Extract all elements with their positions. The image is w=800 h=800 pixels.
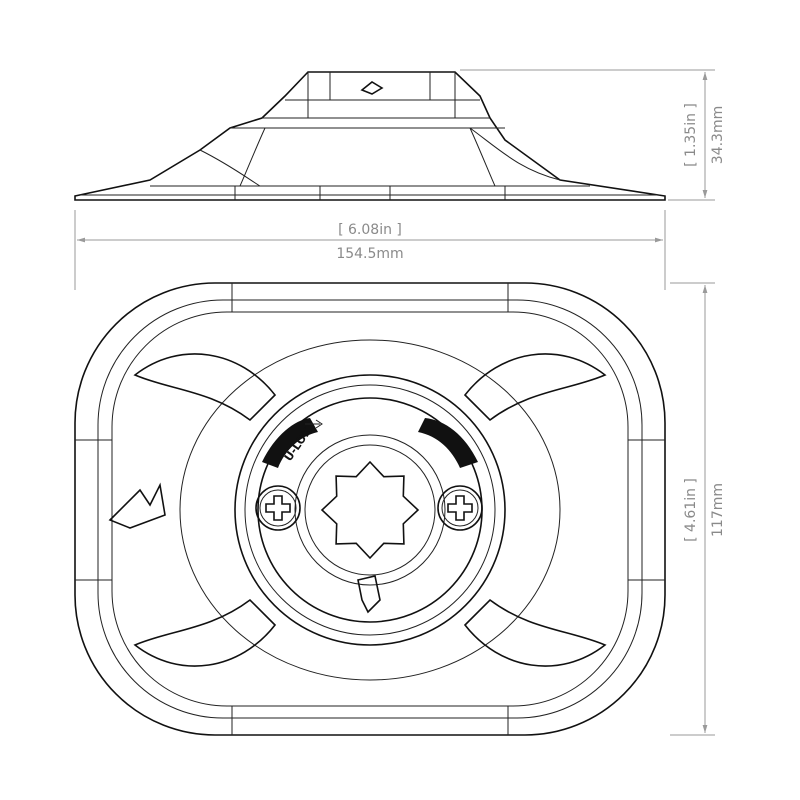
screw-left bbox=[255, 485, 301, 531]
screw-right bbox=[437, 485, 483, 531]
height-dimension: [ 1.35in ] 34.3mm bbox=[460, 69, 726, 201]
width-dimension: [ 6.08in ] 154.5mm bbox=[74, 210, 666, 290]
width-metric: 154.5mm bbox=[336, 246, 403, 262]
top-view: U-LOK bbox=[74, 282, 666, 736]
height-imperial: [ 1.35in ] bbox=[683, 103, 699, 167]
side-view bbox=[74, 71, 666, 201]
height-metric: 34.3mm bbox=[710, 106, 726, 164]
depth-metric: 117mm bbox=[710, 483, 726, 537]
star-socket bbox=[320, 460, 420, 560]
depth-dimension: [ 4.61in ] 117mm bbox=[670, 282, 726, 736]
width-imperial: [ 6.08in ] bbox=[338, 222, 402, 238]
depth-imperial: [ 4.61in ] bbox=[683, 478, 699, 542]
